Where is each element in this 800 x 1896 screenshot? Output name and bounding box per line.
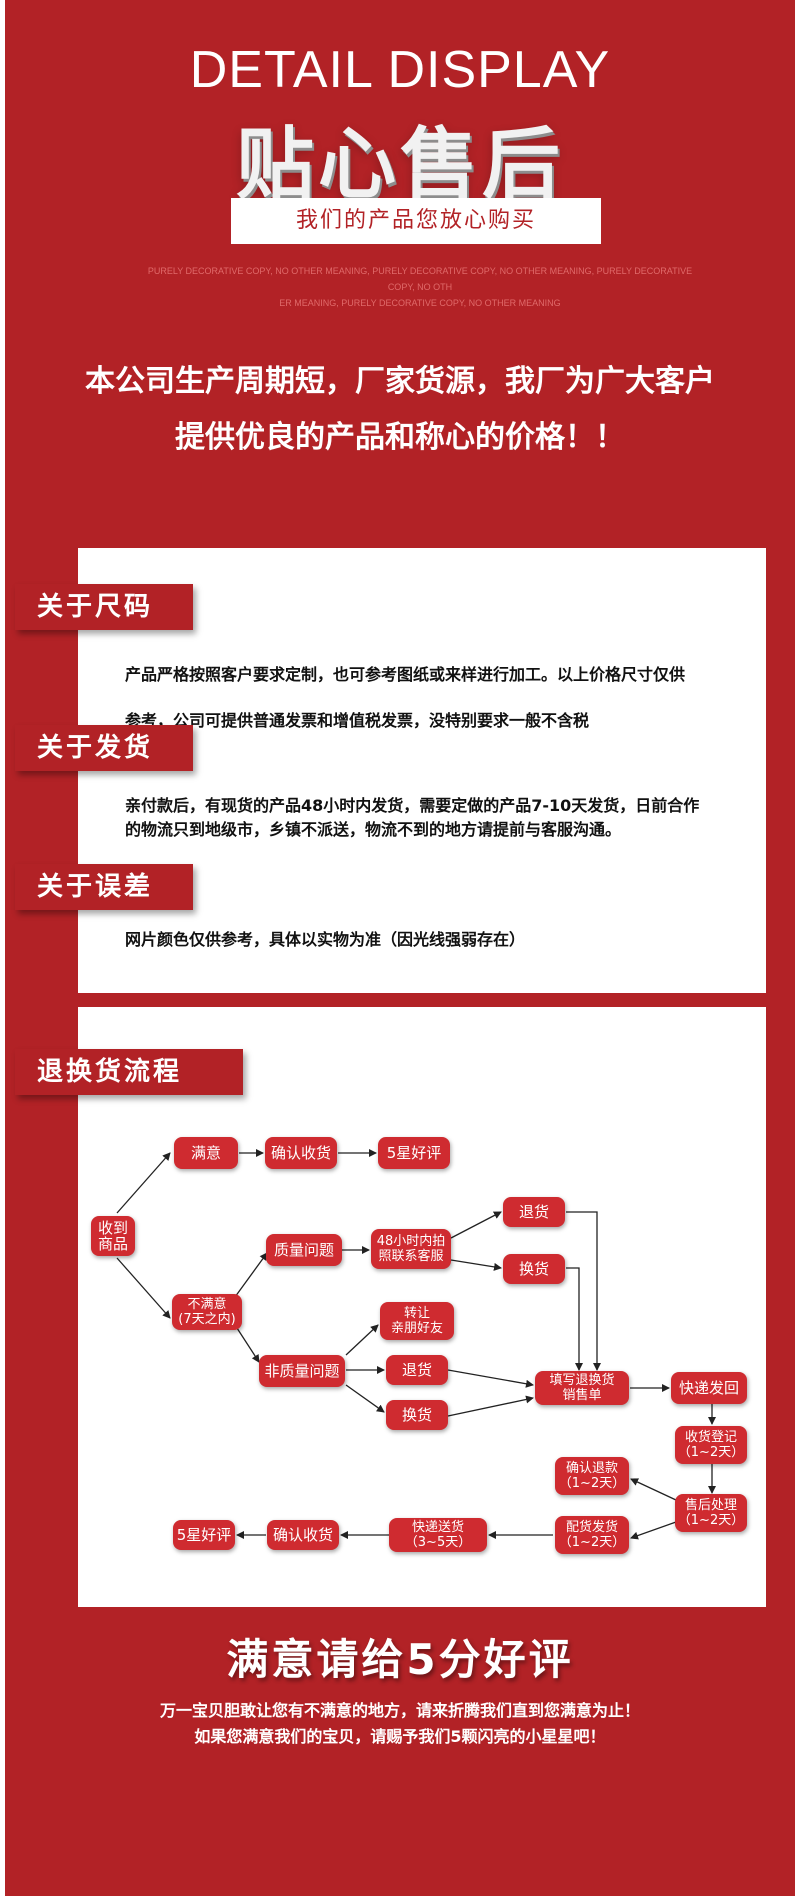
flow-node-express-back: 快递发回: [671, 1372, 747, 1404]
arrow-return-fill: [566, 1211, 601, 1371]
flow-node-receipt-reg: 收货登记 （1~2天）: [675, 1426, 747, 1464]
flow-node-return-top: 退货: [503, 1197, 565, 1227]
flow-node-after-sale: 售后处理 （1~2天）: [675, 1494, 747, 1532]
arrow-unsatisfied-nonquality: [234, 1324, 260, 1363]
arrow-aftersale-refund: [630, 1478, 677, 1501]
flow-arrows: [116, 1149, 716, 1540]
after-sales-page: DETAIL DISPLAY 贴心售后 我们的产品您放心购买 PURELY DE…: [5, 0, 795, 1896]
intro-line1: 本公司生产周期短，厂家货源，我厂为广大客户: [85, 364, 715, 399]
flow-node-received: 收到 商品: [91, 1216, 135, 1256]
arrow-contact-exchange: [450, 1259, 502, 1271]
arrow-returnmid-fill: [447, 1369, 534, 1388]
flow-node-contact48: 48小时内拍 照联系客服: [371, 1229, 451, 1269]
section-size-title: 关于尺码: [15, 584, 193, 630]
flow-node-satisfied: 满意: [174, 1137, 238, 1169]
arrow-exchange-fill: [566, 1267, 583, 1371]
footer-line1: 万一宝贝胆敢让您有不满意的地方，请来折腾我们直到您满意为止！: [159, 1701, 640, 1720]
arrow-received-satisfied: [116, 1152, 171, 1214]
arrow-exchangemid-fill: [447, 1395, 534, 1417]
flow-node-confirm-top: 确认收货: [265, 1137, 337, 1169]
section-shipping-text: 亲付款后，有现货的产品48小时内发货，需要定做的产品7-10天发货，日前合作 的…: [125, 794, 735, 842]
flow-node-exchange-mid: 换货: [386, 1400, 448, 1430]
flow-node-non-quality: 非质量问题: [259, 1355, 345, 1387]
flow-node-express-deliver: 快递送货 （3~5天）: [389, 1518, 487, 1552]
header-title-en: DETAIL DISPLAY: [189, 41, 611, 99]
decorative-copy: PURELY DECORATIVE COPY, NO OTHER MEANING…: [145, 263, 695, 311]
flow-node-exchange-top: 换货: [503, 1254, 565, 1284]
arrow-nonquality-transfer: [345, 1324, 379, 1356]
flow-node-fill-form: 填写退换货 销售单: [535, 1371, 629, 1405]
flow-node-transfer: 转让 亲朋好友: [380, 1302, 454, 1340]
decorative-copy-line1: PURELY DECORATIVE COPY, NO OTHER MEANING…: [147, 266, 693, 292]
flow-node-confirm-refund: 确认退款 （1~2天）: [555, 1457, 629, 1495]
header-slogan: 我们的产品您放心购买: [231, 198, 601, 244]
section-size-text: 产品严格按照客户要求定制，也可参考图纸或来样进行加工。以上价格尺寸仅供 参考，公…: [125, 652, 735, 744]
flow-node-unsatisfied: 不满意 (7天之内): [172, 1294, 242, 1330]
section-shipping-line1: 亲付款后，有现货的产品48小时内发货，需要定做的产品7-10天发货，日前合作: [125, 796, 700, 815]
flow-node-pick-ship: 配货发货 （1~2天）: [555, 1516, 629, 1554]
intro-line2: 提供优良的产品和称心的价格！！: [175, 420, 625, 455]
section-shipping-title: 关于发货: [15, 725, 193, 771]
arrow-nonquality-exchange: [345, 1384, 385, 1413]
arrow-unsatisfied-quality: [234, 1252, 268, 1298]
section-size-line2: 参考，公司可提供普通发票和增值税发票，没特别要求一般不含税: [125, 711, 590, 730]
arrow-aftersale-pickship: [630, 1521, 677, 1540]
arrow-contact-return: [450, 1211, 502, 1239]
footer-title: 满意请给5分好评: [226, 1635, 574, 1684]
section-shipping-line2: 的物流只到地级市，乡镇不派送，物流不到的地方请提前与客服沟通。: [125, 820, 622, 839]
arrow-received-unsatisfied: [116, 1257, 171, 1319]
section-size-line1: 产品严格按照客户要求定制，也可参考图纸或来样进行加工。以上价格尺寸仅供: [125, 665, 686, 684]
flow-node-confirm-bottom: 确认收货: [267, 1520, 339, 1550]
footer-line2: 如果您满意我们的宝贝，请赐予我们5颗闪亮的小星星吧！: [194, 1727, 606, 1746]
flow-node-rating-top: 5星好评: [378, 1137, 450, 1169]
section-error-title: 关于误差: [15, 864, 193, 910]
section-error-text: 网片颜色仅供参考，具体以实物为准（因光线强弱存在）: [125, 928, 735, 952]
decorative-copy-line2: ER MEANING, PURELY DECORATIVE COPY, NO O…: [279, 298, 561, 308]
flow-node-rating-bottom: 5星好评: [173, 1520, 235, 1550]
flow-title: 退换货流程: [15, 1049, 243, 1095]
header-title-cn: 贴心售后: [235, 120, 564, 210]
section-error-line1: 网片颜色仅供参考，具体以实物为准（因光线强弱存在）: [125, 930, 526, 949]
flow-node-return-mid: 退货: [386, 1355, 448, 1385]
flow-node-quality: 质量问题: [266, 1234, 342, 1266]
